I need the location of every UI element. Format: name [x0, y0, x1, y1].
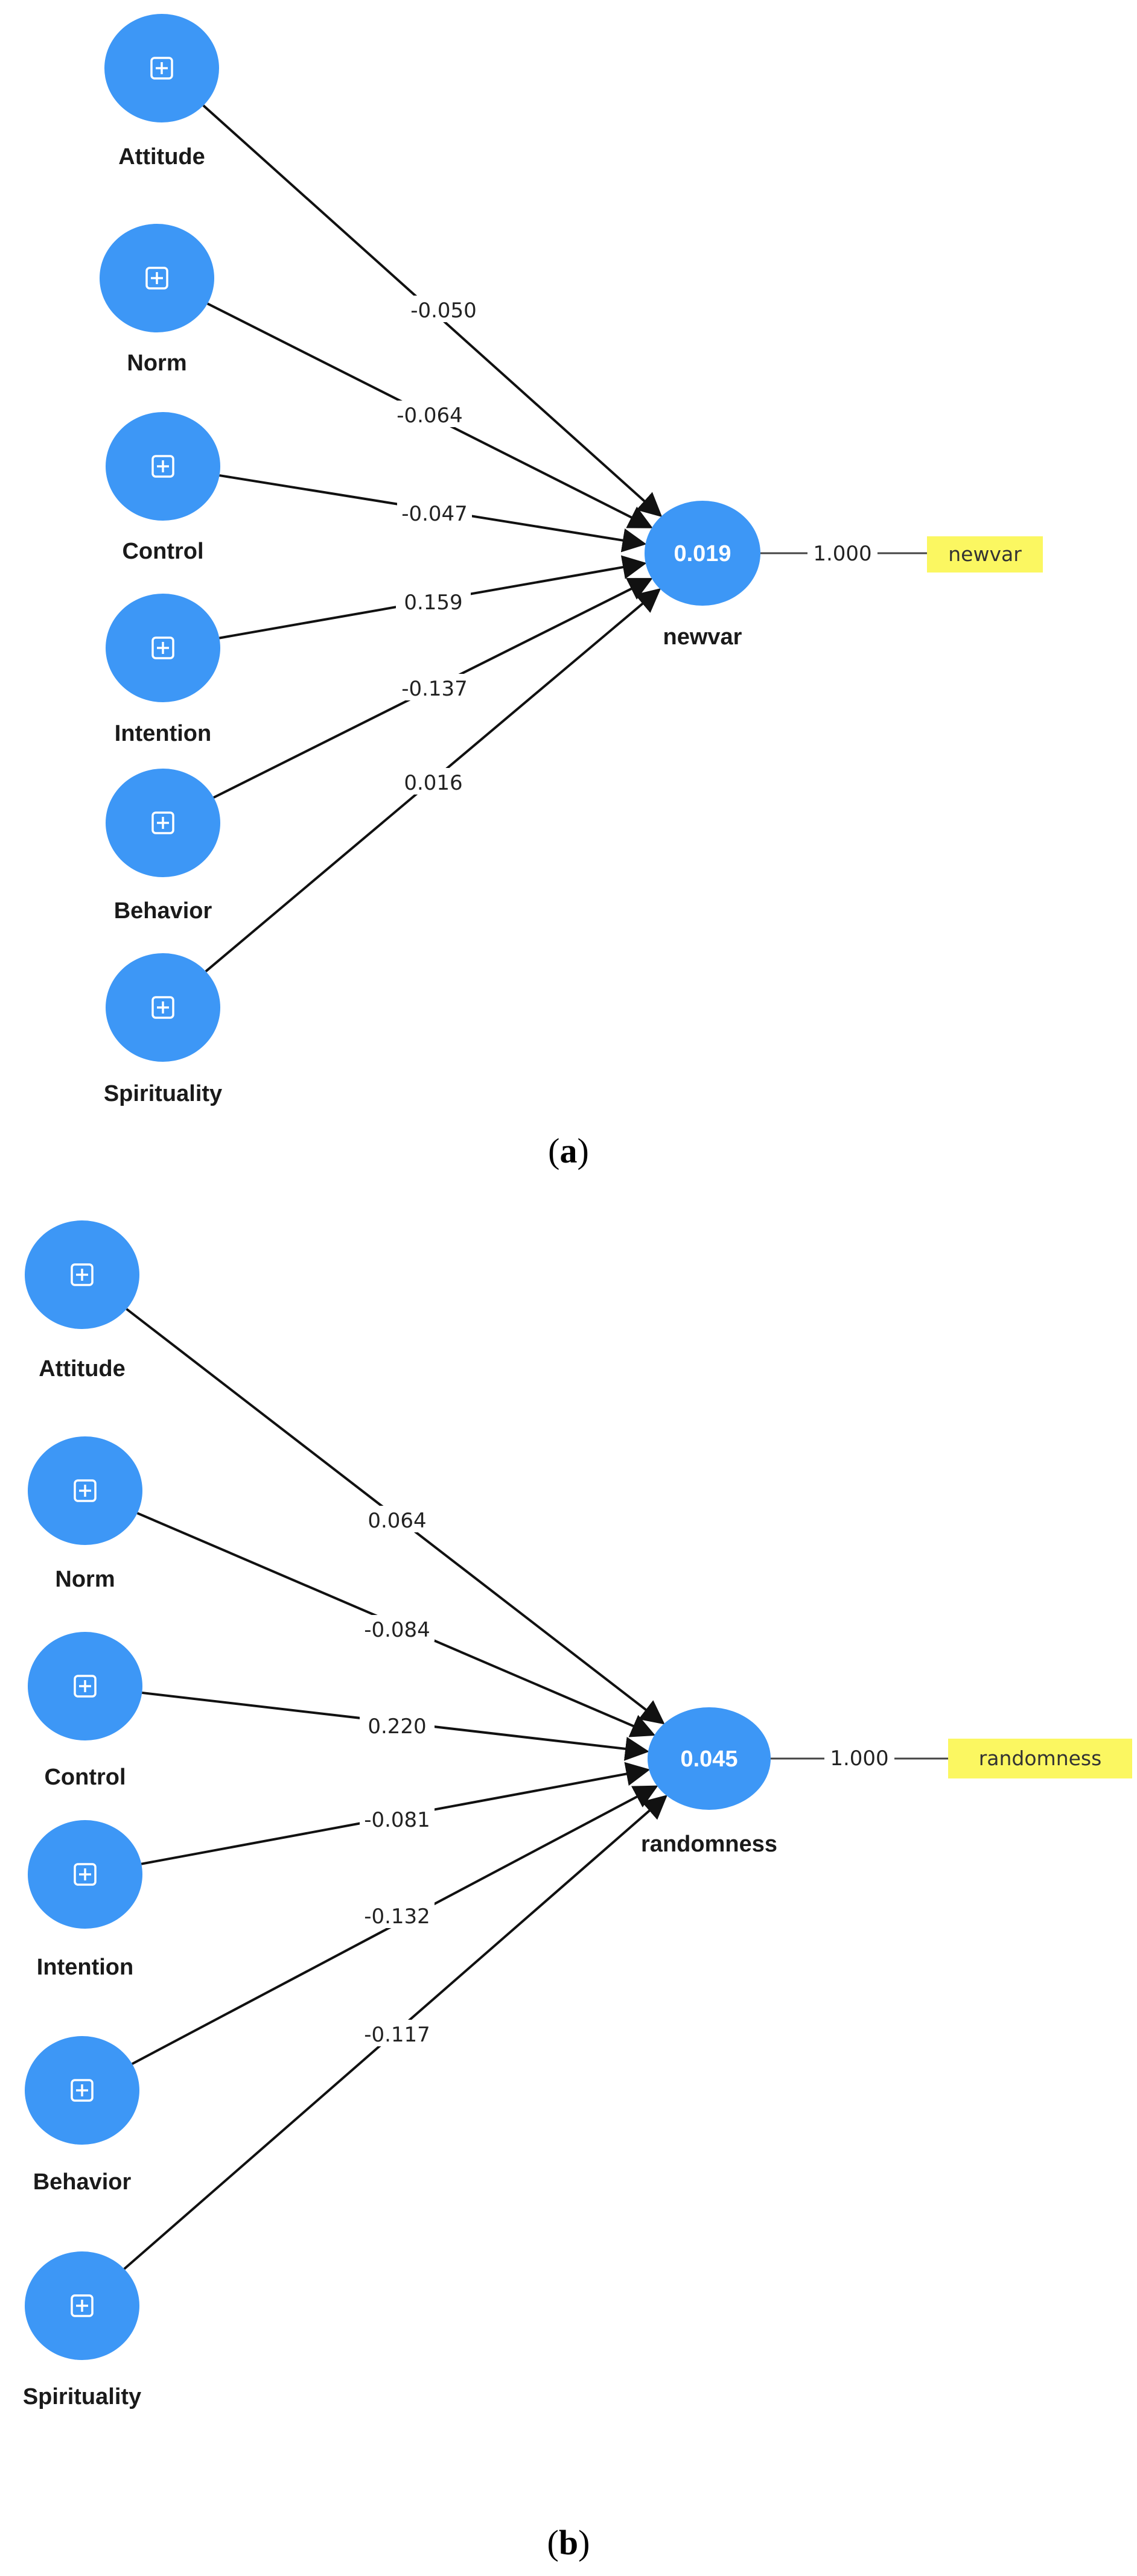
construct-node-intention[interactable] — [28, 1820, 142, 1929]
expand-square-icon — [151, 636, 174, 659]
loading-value: 1.000 — [830, 1746, 888, 1771]
coefficient-value: -0.117 — [364, 2023, 430, 2047]
coefficient-value: 0.159 — [404, 591, 462, 615]
expand-square-icon — [71, 1263, 94, 1286]
construct-label: Intention — [115, 721, 211, 746]
indicator-box[interactable]: randomness — [948, 1739, 1132, 1778]
construct-label: Attitude — [118, 144, 205, 170]
expand-square-icon — [151, 455, 174, 478]
indicator-label: randomness — [979, 1746, 1102, 1770]
path-coefficient-label: -0.132 — [360, 1902, 435, 1929]
outcome-label: randomness — [641, 1832, 777, 1857]
path-coefficient-label: 0.220 — [360, 1712, 435, 1739]
construct-label: Control — [44, 1765, 126, 1790]
construct-node-behavior[interactable] — [25, 2036, 139, 2145]
path-coefficient-label: 0.159 — [396, 588, 471, 615]
caption-letter: b — [559, 2523, 578, 2562]
path-coefficient-label: -0.137 — [397, 674, 472, 701]
figure-caption: (a) — [548, 1131, 589, 1170]
edge-layer — [123, 104, 948, 2270]
construct-label: Spirituality — [104, 1081, 222, 1106]
outcome-r-squared: 0.045 — [680, 1746, 737, 1772]
figure-caption: (b) — [547, 2523, 590, 2562]
coefficient-value: -0.081 — [364, 1808, 430, 1832]
indicator-label: newvar — [948, 542, 1022, 566]
caption-letter: a — [560, 1131, 578, 1170]
expand-square-icon — [71, 2079, 94, 2102]
outcome-r-squared: 0.019 — [674, 541, 731, 566]
coefficient-value: -0.047 — [401, 502, 468, 526]
path-coefficient-label: 0.016 — [396, 768, 471, 795]
coefficient-value: -0.137 — [401, 677, 468, 701]
expand-square-icon — [151, 811, 174, 834]
coefficient-value: -0.064 — [397, 404, 463, 428]
indicator-box[interactable]: newvar — [927, 536, 1043, 573]
construct-label: Behavior — [114, 898, 212, 924]
indicator-loading-label: 1.000 — [824, 1746, 894, 1772]
expand-square-icon — [151, 996, 174, 1019]
coefficient-value: 0.016 — [404, 771, 462, 795]
construct-label: Spirituality — [23, 2384, 141, 2409]
caption-open: ( — [548, 1131, 559, 1170]
expand-square-icon — [145, 267, 168, 290]
caption-open: ( — [547, 2523, 559, 2562]
path-coefficient-label: -0.081 — [360, 1805, 435, 1832]
caption-close: ) — [578, 2523, 590, 2562]
text-layer: -0.050Attitude-0.064Norm-0.047Control0.1… — [23, 144, 894, 2562]
loading-value: 1.000 — [813, 542, 871, 566]
caption-close: ) — [578, 1131, 589, 1170]
construct-label: Norm — [127, 351, 186, 376]
construct-node-control[interactable] — [106, 412, 220, 521]
expand-square-icon — [74, 1479, 97, 1502]
construct-node-control[interactable] — [28, 1632, 142, 1740]
construct-node-norm[interactable] — [28, 1436, 142, 1545]
expand-square-icon — [150, 57, 173, 80]
path-coefficient-label: -0.064 — [392, 401, 467, 428]
path-coefficient-label: -0.117 — [360, 2020, 435, 2047]
construct-node-norm[interactable] — [100, 224, 214, 332]
construct-node-behavior[interactable] — [106, 769, 220, 877]
coefficient-value: -0.050 — [410, 299, 477, 323]
outcome-node[interactable]: 0.045 — [648, 1707, 771, 1810]
outcome-node[interactable]: 0.019 — [645, 501, 760, 606]
coefficient-value: 0.064 — [368, 1509, 426, 1533]
path-coefficient-label: 0.064 — [360, 1506, 435, 1533]
indicator-loading-label: 1.000 — [807, 541, 877, 568]
construct-label: Intention — [37, 1955, 133, 1980]
construct-label: Behavior — [33, 2169, 132, 2195]
construct-node-intention[interactable] — [106, 594, 220, 702]
path-coefficient-label: -0.084 — [360, 1615, 435, 1642]
outcome-label: newvar — [663, 624, 742, 650]
coefficient-value: -0.132 — [364, 1905, 430, 1929]
node-layer: 0.019 newvar 0.045 randomness — [25, 14, 1132, 2360]
construct-label: Norm — [55, 1567, 115, 1592]
construct-node-spirituality[interactable] — [25, 2251, 139, 2360]
expand-square-icon — [74, 1863, 97, 1886]
expand-square-icon — [74, 1675, 97, 1698]
construct-node-attitude[interactable] — [104, 14, 219, 122]
path-coefficient-label: -0.047 — [397, 499, 472, 526]
expand-square-icon — [71, 2294, 94, 2317]
construct-label: Control — [122, 539, 203, 564]
coefficient-value: 0.220 — [368, 1715, 426, 1739]
path-coefficient-label: -0.050 — [406, 296, 481, 323]
coefficient-value: -0.084 — [364, 1618, 430, 1642]
construct-label: Attitude — [39, 1356, 126, 1382]
construct-node-attitude[interactable] — [25, 1220, 139, 1329]
construct-node-spirituality[interactable] — [106, 953, 220, 1062]
